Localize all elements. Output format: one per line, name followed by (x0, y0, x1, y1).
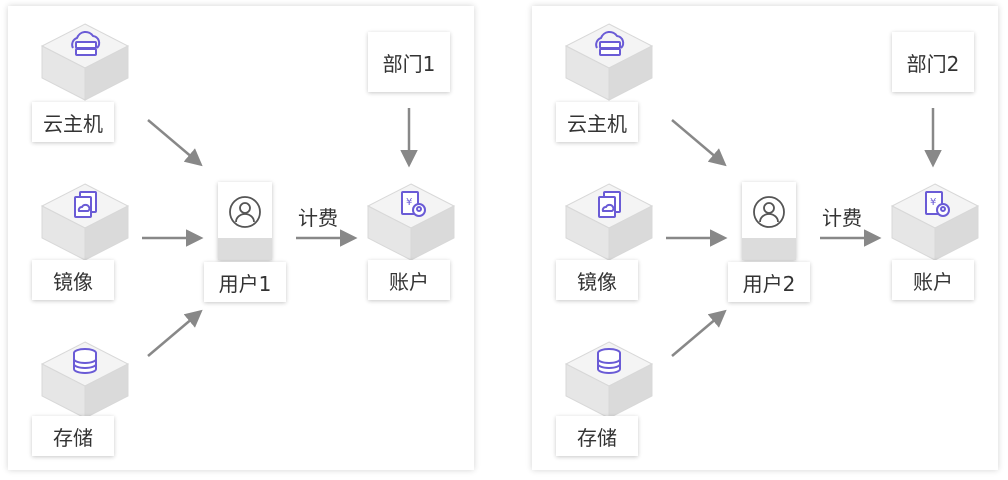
user-card (218, 182, 272, 260)
storage-label: 存储 (32, 416, 114, 456)
user-icon (753, 196, 785, 228)
user-label: 用户2 (728, 262, 810, 302)
user-card (742, 182, 796, 260)
cloud-host-node (564, 23, 654, 101)
arrow-cloud-to-user (147, 119, 203, 167)
arrow-cloud-to-user (671, 119, 727, 167)
storage-node (564, 341, 654, 419)
flow-arrows (142, 108, 418, 357)
account-label: 账户 (368, 260, 450, 300)
user-card-stripe (218, 238, 272, 260)
cloud-host-label: 云主机 (32, 102, 114, 142)
arrow-storage-to-user (147, 309, 203, 357)
department-label: 部门2 (892, 32, 974, 92)
cloud-host-label: 云主机 (556, 102, 638, 142)
image-label: 镜像 (32, 260, 114, 300)
billing-account-icon: ¥ (401, 191, 426, 217)
image-label: 镜像 (556, 260, 638, 300)
cloud-server-icon (71, 31, 101, 56)
billing-account-icon: ¥ (925, 191, 950, 217)
storage-node (40, 341, 130, 419)
svg-text:¥: ¥ (930, 197, 936, 208)
flow-arrows (666, 108, 942, 357)
billing-label: 计费 (298, 206, 338, 230)
panel-department-1: 云主机 镜像 存储 用户1 计费 (8, 6, 474, 470)
database-icon (597, 348, 621, 374)
account-node: ¥ (366, 183, 456, 261)
database-icon (73, 348, 97, 374)
account-label: 账户 (892, 260, 974, 300)
storage-label: 存储 (556, 416, 638, 456)
image-copy-icon (598, 191, 621, 218)
arrow-storage-to-user (671, 309, 727, 357)
user-label: 用户1 (204, 262, 286, 302)
department-label: 部门1 (368, 32, 450, 92)
billing-label: 计费 (822, 206, 862, 230)
panel-department-2: 云主机 镜像 存储 用户2 计费 (532, 6, 998, 470)
cloud-server-icon (595, 31, 625, 56)
image-node (40, 183, 130, 261)
cloud-host-node (40, 23, 130, 101)
image-copy-icon (74, 191, 97, 218)
svg-text:¥: ¥ (406, 197, 412, 208)
image-node (564, 183, 654, 261)
user-card-stripe (742, 238, 796, 260)
user-icon (229, 196, 261, 228)
